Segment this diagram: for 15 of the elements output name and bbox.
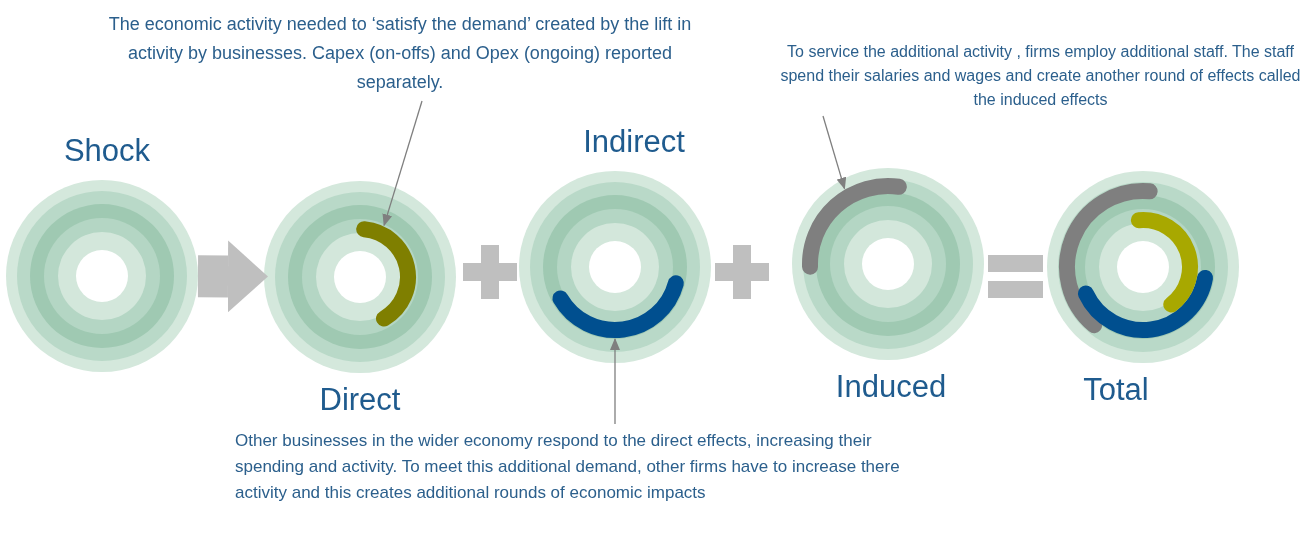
leader-line xyxy=(610,338,620,425)
annotation-text: The economic activity needed to ‘satisfy the demand’ created by the lift in activity by businesses. Capex (on-offs) and Opex (ongoing) reported separately. xyxy=(90,10,710,97)
stage-heading: Induced xyxy=(835,368,947,406)
arc-segment xyxy=(552,275,684,338)
annotation-text: Other businesses in the wider economy respond to the direct effects, increasing their spending and activity. To meet this additional demand, other firms have to increase there activity and this creates additional rounds of economic impacts xyxy=(235,428,935,506)
arc-segment xyxy=(356,221,416,327)
leader-line xyxy=(822,115,847,190)
arc-segment xyxy=(802,178,907,275)
stage-heading: Direct xyxy=(319,381,401,419)
stage-heading: Shock xyxy=(63,132,151,170)
block-arrow xyxy=(197,240,268,313)
stage-heading: Indirect xyxy=(583,123,685,161)
annotation-text: To service the additional activity , firms employ additional staff. The staff spend their salaries and wages and create another round of effects called the induced effects xyxy=(778,40,1303,112)
stage-heading: Total xyxy=(1083,371,1149,409)
leader-line xyxy=(382,100,423,227)
